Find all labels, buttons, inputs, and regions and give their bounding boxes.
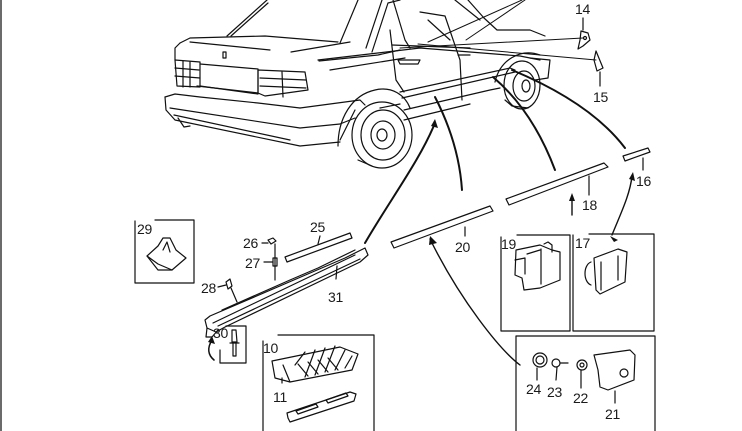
callout-29: 29 <box>137 221 152 237</box>
callout-17: 17 <box>575 235 590 251</box>
callout-31: 31 <box>328 289 343 305</box>
callout-16: 16 <box>636 173 651 189</box>
callout-28: 28 <box>201 280 216 296</box>
end-cap-14 <box>577 17 591 50</box>
callout-24: 24 <box>526 381 541 397</box>
end-cap-15 <box>593 50 604 87</box>
callout-10: 10 <box>263 340 278 356</box>
callout-25: 25 <box>310 219 325 235</box>
box-21-24 <box>515 335 656 431</box>
box-29 <box>134 219 195 284</box>
callout-23: 23 <box>547 384 562 400</box>
callout-21: 21 <box>605 406 620 422</box>
callout-22: 22 <box>573 390 588 406</box>
molding-18 <box>505 162 609 206</box>
callout-18: 18 <box>582 197 597 213</box>
callout-20: 20 <box>455 239 470 255</box>
box-19 <box>500 234 571 332</box>
box-30 <box>219 325 247 364</box>
molding-20 <box>390 205 494 249</box>
molding-16 <box>622 147 651 171</box>
box-10-11 <box>262 334 375 431</box>
callout-11: 11 <box>273 389 287 405</box>
callout-30: 30 <box>213 325 228 341</box>
sill-assembly <box>204 232 369 361</box>
callout-15: 15 <box>593 89 608 105</box>
callout-19: 19 <box>501 236 516 252</box>
callout-14: 14 <box>575 1 590 17</box>
assembly-arrows <box>364 69 635 366</box>
page-border <box>0 0 2 431</box>
callout-26: 26 <box>243 235 258 251</box>
box-17 <box>572 233 655 332</box>
callout-27: 27 <box>245 255 260 271</box>
car-illustration <box>164 0 597 169</box>
